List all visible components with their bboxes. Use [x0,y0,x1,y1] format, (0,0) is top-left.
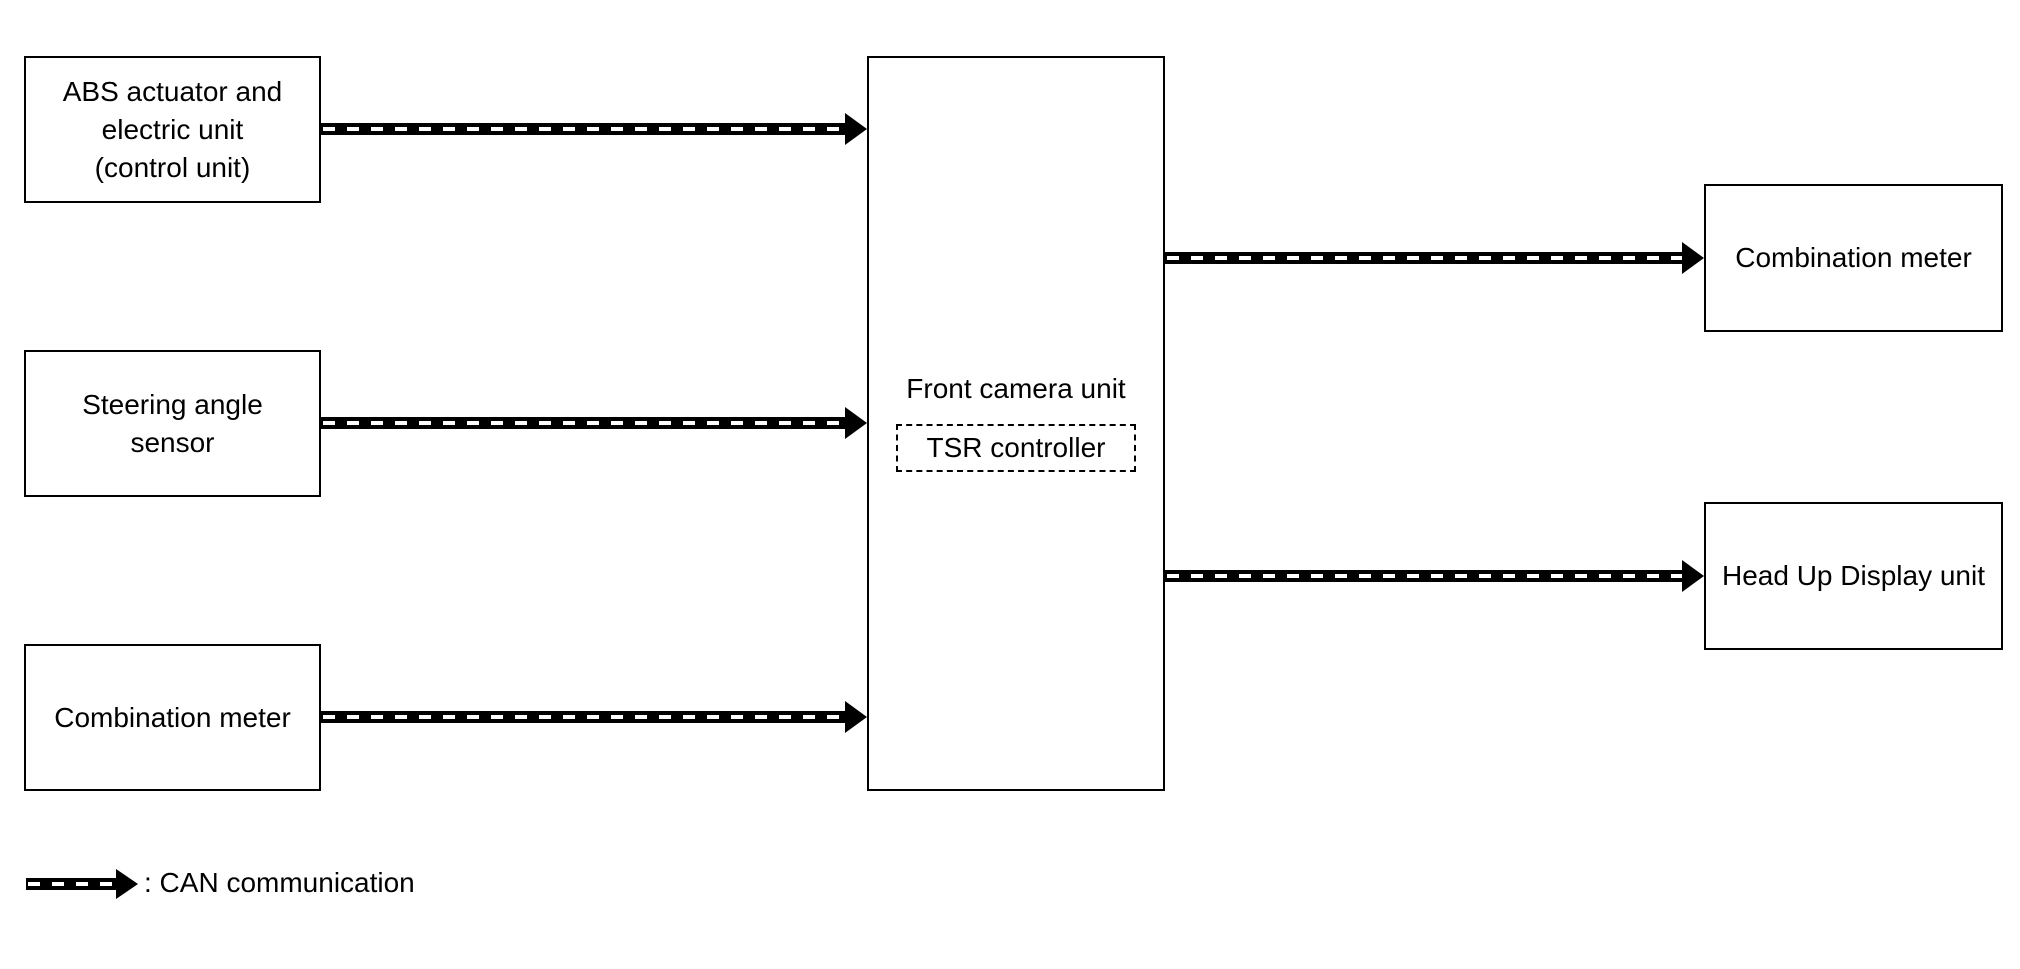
steering-angle-sensor-box: Steering angle sensor [24,350,321,497]
front-camera-unit-title: Front camera unit [906,373,1126,404]
legend-label: : CAN communication [144,867,415,898]
head-up-display-unit-label: Head Up Display unit [1721,560,1986,591]
abs-actuator-label: ABS actuator and electric unit (control … [62,75,283,183]
combination-meter-output-label: Combination meter [1735,242,1972,273]
combination-meter-output-box: Combination meter [1704,184,2003,332]
can-arrow-front-camera-to-meter [1165,242,1704,274]
can-arrow-steering-to-front-camera [321,407,867,439]
tsr-controller-box: TSR controller [896,424,1136,472]
front-camera-unit-box: Front camera unit TSR controller [867,56,1165,791]
can-arrow-front-camera-to-hud [1165,560,1704,592]
abs-actuator-box: ABS actuator and electric unit (control … [24,56,321,203]
can-arrow-abs-to-front-camera [321,113,867,145]
steering-angle-sensor-label: Steering angle sensor [82,388,263,458]
combination-meter-input-box: Combination meter [24,644,321,791]
head-up-display-unit-box: Head Up Display unit [1704,502,2003,650]
can-arrow-meter-to-front-camera [321,701,867,733]
tsr-controller-label: TSR controller [926,432,1106,463]
combination-meter-input-label: Combination meter [54,701,291,733]
legend-can-arrow-icon [26,869,138,899]
